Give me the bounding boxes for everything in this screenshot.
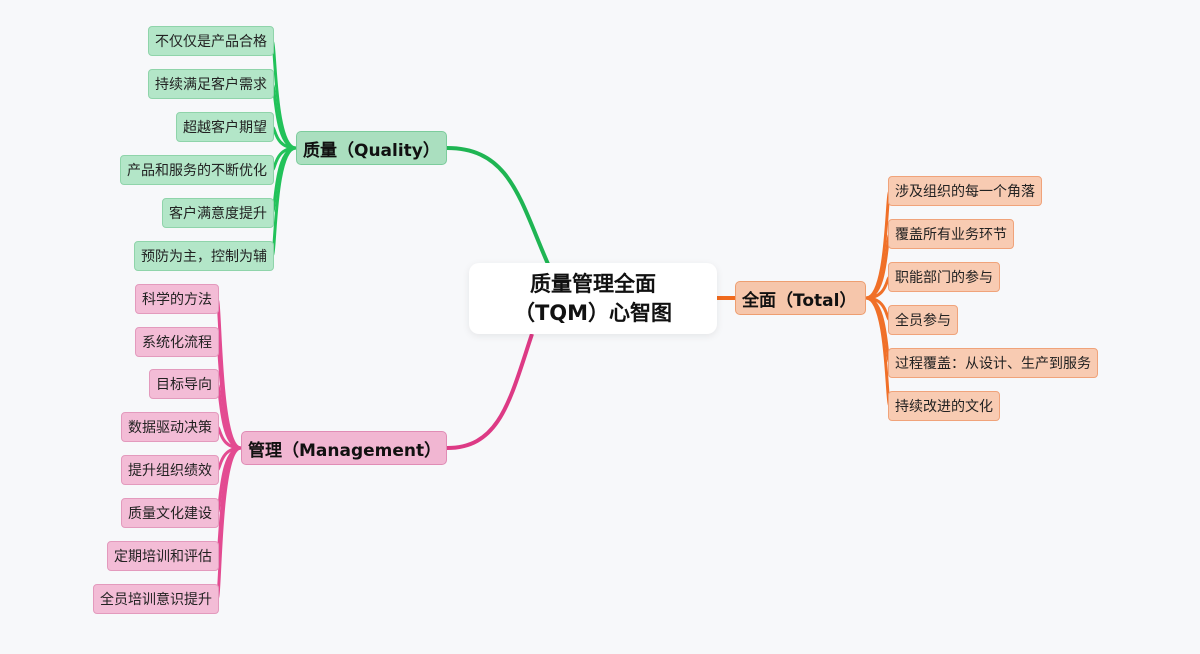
management-item[interactable]: 提升组织绩效	[121, 455, 219, 485]
management-item[interactable]: 数据驱动决策	[121, 412, 219, 442]
q-leaf-link	[270, 146, 297, 215]
quality-item[interactable]: 产品和服务的不断优化	[120, 155, 274, 185]
branch-total[interactable]: 全面（Total）	[735, 281, 866, 315]
management-item[interactable]: 全员培训意识提升	[93, 584, 219, 614]
management-item[interactable]: 目标导向	[149, 369, 219, 399]
quality-item[interactable]: 超越客户期望	[176, 112, 274, 142]
total-item[interactable]: 过程覆盖：从设计、生产到服务	[888, 348, 1098, 378]
management-item[interactable]: 系统化流程	[135, 327, 219, 357]
root-title-line2: （TQM）心智图	[513, 300, 673, 325]
branch-management[interactable]: 管理（Management）	[241, 431, 447, 465]
total-item[interactable]: 全员参与	[888, 305, 958, 335]
total-item[interactable]: 覆盖所有业务环节	[888, 219, 1014, 249]
t-leaf-link	[865, 232, 892, 300]
management-item[interactable]: 科学的方法	[135, 284, 219, 314]
link-root-quality	[446, 146, 550, 265]
total-item[interactable]: 职能部门的参与	[888, 262, 1000, 292]
root-title-line1: 质量管理全面	[530, 271, 656, 296]
total-item[interactable]: 持续改进的文化	[888, 391, 1000, 421]
m-leaf-link	[215, 382, 242, 450]
q-leaf-link	[270, 82, 297, 150]
management-item[interactable]: 定期培训和评估	[107, 541, 219, 571]
quality-item[interactable]: 持续满足客户需求	[148, 69, 274, 99]
quality-item[interactable]: 预防为主，控制为辅	[134, 241, 274, 271]
root-node[interactable]: 质量管理全面 （TQM）心智图	[469, 263, 717, 334]
branch-quality[interactable]: 质量（Quality）	[296, 131, 447, 165]
link-root-management	[446, 333, 534, 450]
t-leaf-link	[865, 296, 892, 365]
management-item[interactable]: 质量文化建设	[121, 498, 219, 528]
quality-item[interactable]: 不仅仅是产品合格	[148, 26, 274, 56]
quality-item[interactable]: 客户满意度提升	[162, 198, 274, 228]
total-item[interactable]: 涉及组织的每一个角落	[888, 176, 1042, 206]
m-leaf-link	[215, 446, 242, 515]
